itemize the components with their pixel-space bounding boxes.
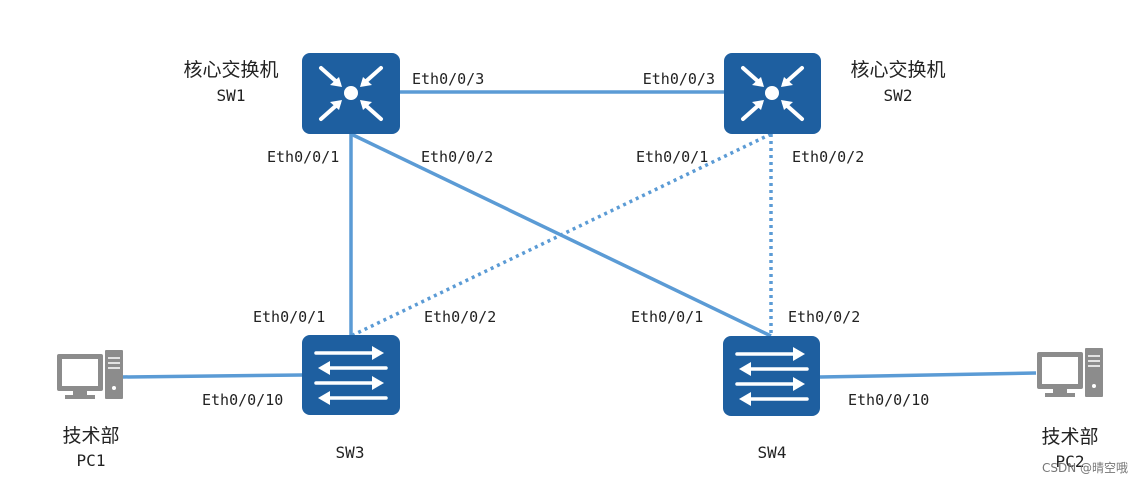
link-sw3-pc1 — [121, 373, 303, 379]
port-sw4-eth002: Eth0/0/2 — [788, 308, 860, 326]
port-sw1-eth001: Eth0/0/1 — [267, 148, 339, 166]
sw1-name-label: SW1 — [217, 86, 246, 105]
sw1-role-label: 核心交换机 — [183, 59, 278, 81]
links — [121, 90, 1037, 379]
access-switch-sw4[interactable] — [723, 336, 820, 416]
pc-icon — [57, 350, 123, 399]
port-sw2-eth003: Eth0/0/3 — [643, 70, 715, 88]
pc2[interactable] — [1037, 348, 1103, 397]
port-sw4-eth0010: Eth0/0/10 — [848, 391, 929, 409]
pc2-name-label: PC2 — [1056, 452, 1085, 471]
port-sw4-eth001: Eth0/0/1 — [631, 308, 703, 326]
port-sw3-eth001: Eth0/0/1 — [253, 308, 325, 326]
port-sw2-eth002: Eth0/0/2 — [792, 148, 864, 166]
port-sw1-eth002: Eth0/0/2 — [421, 148, 493, 166]
core-switch-icon — [319, 66, 383, 121]
port-sw3-eth0010: Eth0/0/10 — [202, 391, 283, 409]
sw2-name-label: SW2 — [884, 86, 913, 105]
core-switch-sw1[interactable] — [302, 53, 400, 134]
core-switch-sw2[interactable] — [724, 53, 821, 134]
pc1[interactable] — [57, 350, 123, 399]
link-sw4-pc2 — [819, 371, 1037, 379]
port-sw3-eth002: Eth0/0/2 — [424, 308, 496, 326]
sw4-name-label: SW4 — [758, 443, 787, 462]
core-switch-icon — [741, 66, 804, 121]
port-sw2-eth001: Eth0/0/1 — [636, 148, 708, 166]
pc-icon — [1037, 348, 1103, 397]
access-switch-sw3[interactable] — [302, 335, 400, 415]
pc1-name-label: PC1 — [77, 451, 106, 470]
sw3-name-label: SW3 — [336, 443, 365, 462]
watermark: CSDN @晴空哦 — [1042, 461, 1128, 475]
pc1-role-label: 技术部 — [62, 425, 119, 447]
pc2-role-label: 技术部 — [1041, 426, 1098, 448]
link-sw2-sw3 — [350, 132, 772, 338]
switch-icon — [314, 346, 388, 405]
sw2-role-label: 核心交换机 — [850, 59, 945, 81]
port-sw1-eth003: Eth0/0/3 — [412, 70, 484, 88]
switch-icon — [735, 347, 809, 406]
